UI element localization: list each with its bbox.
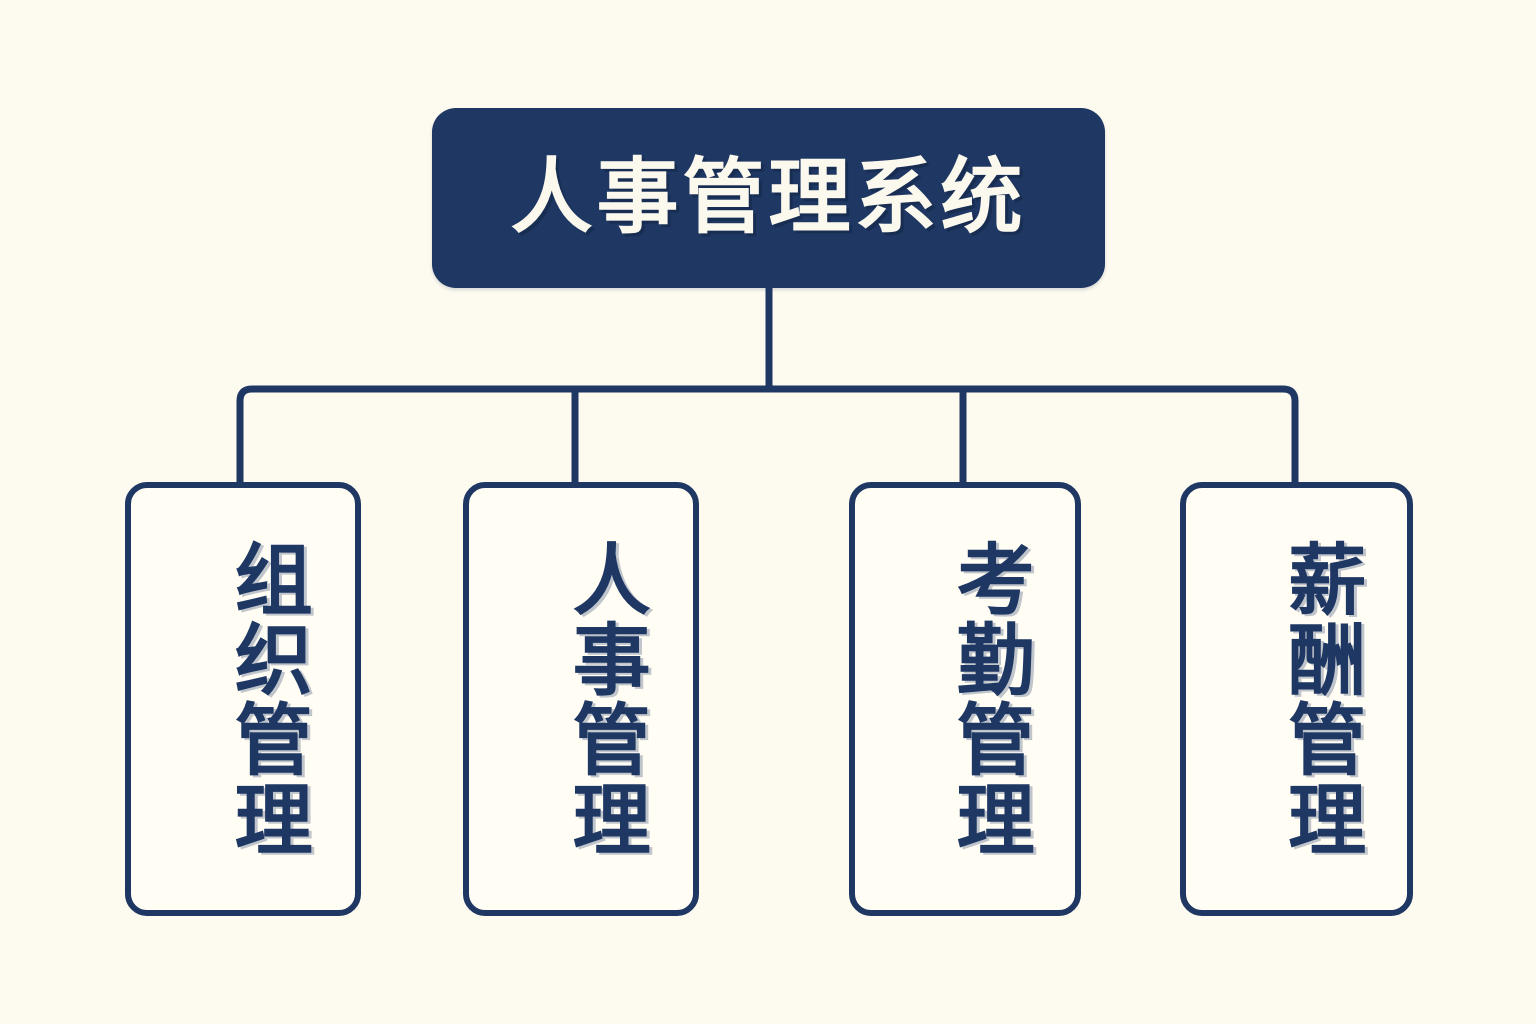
child-node-attendance[interactable]: 考勤管理 xyxy=(849,482,1081,916)
child-node-label: 薪酬管理 xyxy=(1275,539,1366,859)
connector-bus xyxy=(236,385,1299,482)
child-node-label: 考勤管理 xyxy=(943,539,1034,859)
child-node-label: 组织管理 xyxy=(221,539,312,859)
child-node-compensation[interactable]: 薪酬管理 xyxy=(1180,482,1413,916)
child-node-organization[interactable]: 组织管理 xyxy=(125,482,361,916)
child-node-personnel[interactable]: 人事管理 xyxy=(463,482,699,916)
child-node-label: 人事管理 xyxy=(559,539,650,859)
root-node-label: 人事管理系统 xyxy=(510,150,1027,245)
root-node[interactable]: 人事管理系统 xyxy=(432,108,1105,288)
